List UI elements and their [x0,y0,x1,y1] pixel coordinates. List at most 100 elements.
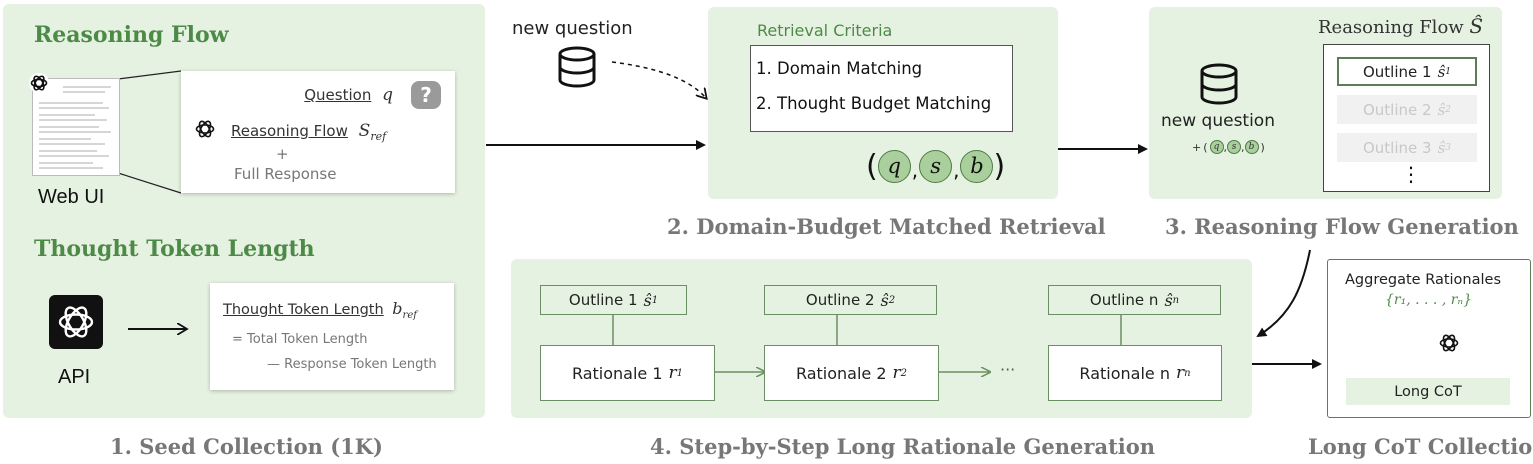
step-outline-n-sub: n [1172,294,1180,306]
arrow-flowgen-to-stepwise [1256,249,1311,338]
flowgen-new-question: new question [1161,111,1275,131]
step-outline-2-sub: 2 [888,294,896,306]
api-label: API [58,366,91,388]
step-outline-2-label: Outline 2 [805,291,875,309]
mini-plus: + [1192,140,1202,154]
question-mark-icon: ? [411,81,441,109]
step-outline-n-label: Outline n [1089,291,1159,309]
mini-open-paren: ( [1203,140,1208,154]
flowgen-tuple-mini: + ( q , s , b ) [1192,140,1265,154]
thought-token-card: Thought Token Length bref = Total Token … [210,283,454,390]
zoom-line-bottom [117,172,182,194]
step-rationale-1-label: Rationale 1 [571,363,663,383]
mini-comma: , [1241,140,1245,154]
plus-sign: + [276,145,289,163]
web-ui-screenshot [32,78,120,176]
caption-flowgen: 3. Reasoning Flow Generation [1165,214,1519,239]
outline-1-var: ŝ [1437,62,1446,81]
caption-longcot: Long CoT Collection [1308,434,1533,459]
tuple-open-paren: ( [866,148,878,184]
heading-reasoning-flow: Reasoning Flow [34,22,229,48]
total-length-label: = Total Token Length [232,332,368,347]
reasoning-flow-card: Question q ? Reasoning Flow Sref + Full … [181,71,455,193]
tuple-q: q [877,149,911,183]
question-label-row: Question q [304,85,393,105]
ttl-sub: ref [402,309,417,321]
heading-thought-token-length: Thought Token Length [34,236,315,262]
outline-1-sub: 1 [1445,66,1451,77]
aggregate-label: Aggregate Rationales [1345,272,1502,288]
ttl-row: Thought Token Length bref [223,299,417,321]
mini-b: b [1244,140,1259,154]
reasoning-flow-row: Reasoning Flow Sref [231,121,386,143]
tuple-b: b [960,149,994,183]
question-mark-glyph: ? [420,83,432,107]
ttl-label: Thought Token Length [223,302,384,318]
outline-2-label: Outline 2 [1362,100,1432,119]
api-openai-logo [49,295,103,349]
step-rationale-2-sub: 2 [900,367,908,379]
zoom-line-top [117,70,182,80]
step-outline-1-sub: 1 [651,294,659,306]
outline-more-ellipsis: ⋮ [1401,162,1421,186]
long-cot-result: Long CoT [1346,378,1510,405]
step-rationale-1-sub: 1 [676,367,684,379]
flowgen-title-row: Reasoning Flow Ŝ [1318,14,1483,38]
outline-3-label: Outline 3 [1362,138,1432,157]
outline-3-var: ŝ [1437,138,1446,157]
rationale-set: {r₁, . . . , rₙ} [1385,292,1472,308]
mini-comma: , [1223,140,1228,154]
criteria-budget-matching: 2. Thought Budget Matching [756,94,992,113]
step-rationale-1-var: r [668,363,677,383]
step-rationale-n-sub: n [1184,367,1191,379]
reasoning-flow-var: S [358,121,371,141]
database-icon [1200,63,1238,105]
mini-q: q [1209,140,1224,154]
database-icon [558,46,596,88]
web-ui-label: Web UI [38,186,105,208]
step-rationale-2-label: Rationale 2 [795,363,887,383]
new-question-label: new question [512,18,633,39]
outline-3-sub: 3 [1445,142,1451,153]
mini-close-paren: ) [1260,140,1265,154]
question-var: q [382,85,393,105]
text-lines-graphic [39,86,111,169]
step-rationale-n-label: Rationale n [1079,363,1170,383]
mini-s: s [1227,140,1242,154]
flowgen-title: Reasoning Flow [1318,17,1464,38]
full-response-label: Full Response [234,165,337,183]
reasoning-flow-sub: ref [370,130,387,143]
step-outline-n-var: ŝ [1164,290,1173,310]
tuple-close-paren: ) [993,148,1006,184]
step-rationale-n-var: r [1175,363,1185,383]
openai-icon [1438,332,1460,354]
outline-2-var: ŝ [1437,100,1446,119]
criteria-title: Retrieval Criteria [757,21,893,40]
criteria-box: 1. Domain Matching 2. Thought Budget Mat… [750,45,1013,132]
question-label: Question [304,86,372,104]
step-outline-1-label: Outline 1 [568,291,638,309]
outline-1-label: Outline 1 [1362,62,1432,81]
tuple-comma: , [911,158,919,182]
openai-icon [58,306,94,338]
flowgen-title-var: Ŝ [1469,14,1484,38]
step-rationale-2-var: r [892,363,901,383]
step-outline-2-var: ŝ [880,290,889,310]
caption-stepwise: 4. Step-by-Step Long Rationale Generatio… [650,434,1156,459]
ttl-var: b [392,299,403,318]
criteria-domain-matching: 1. Domain Matching [756,59,923,78]
response-length-label: — Response Token Length [267,357,437,372]
retrieval-tuple: ( q , s , b ) [866,146,1005,186]
reasoning-flow-label: Reasoning Flow [231,122,348,140]
step-ellipsis: ··· [1000,360,1016,379]
